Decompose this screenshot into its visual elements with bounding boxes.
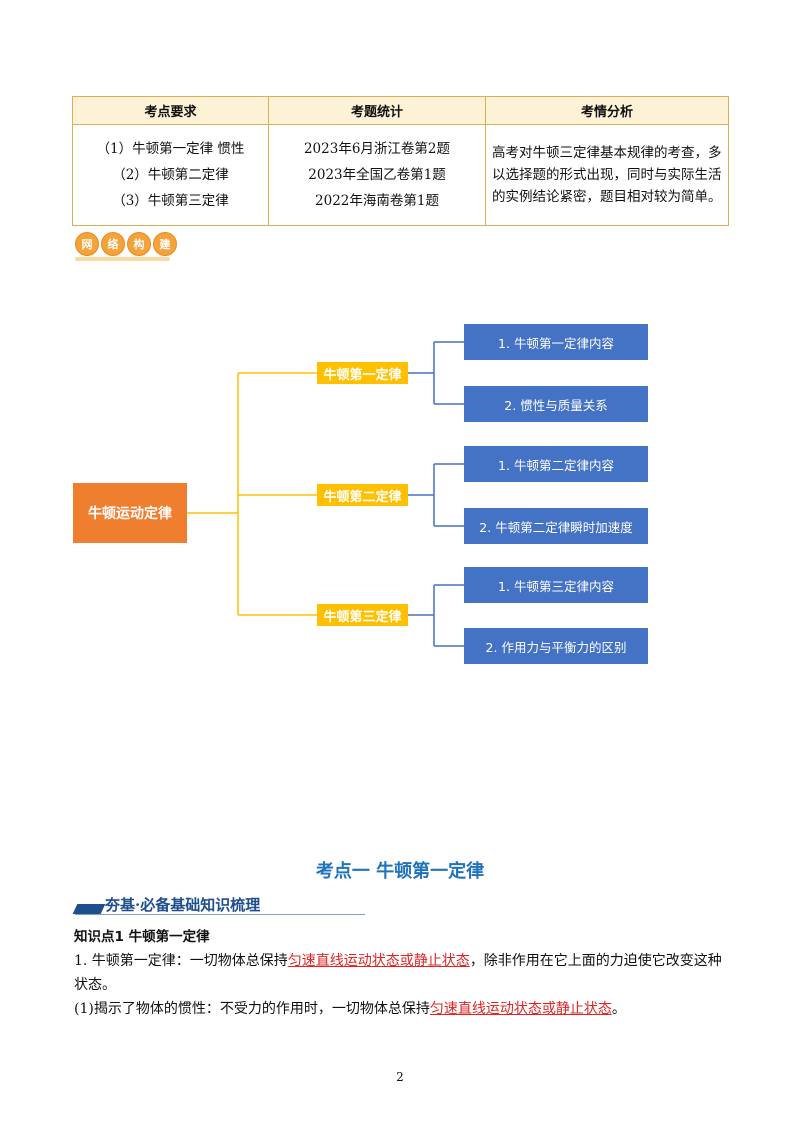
mindmap-branch-first-law: 牛顿第一定律 xyxy=(317,362,408,384)
requirements-cell: （1）牛顿第一定律 惯性 （2）牛顿第二定律 （3）牛顿第三定律 xyxy=(72,124,269,226)
kaodian-title: 考点一 牛顿第一定律 xyxy=(315,861,485,882)
mindmap-leaf: 1. 牛顿第三定律内容 xyxy=(464,567,648,603)
badge-underline xyxy=(75,257,170,261)
mindmap-leaf: 1. 牛顿第二定律内容 xyxy=(464,446,648,482)
text: 1. 牛顿第一定律：一切物体总保持 xyxy=(74,953,288,969)
requirement-item: （1）牛顿第一定律 惯性 xyxy=(96,141,245,157)
knowledge-paragraph-2: (1)揭示了物体的惯性：不受力的作用时，一切物体总保持匀速直线运动状态或静止状态… xyxy=(74,997,729,1021)
requirement-item: （2）牛顿第二定律 xyxy=(112,167,229,183)
text: ，除非作用在它上面的力迫使它改变这种状态。 xyxy=(74,953,722,993)
page-number: 2 xyxy=(396,1070,404,1084)
banner-rule xyxy=(75,914,365,915)
highlight-answer: 匀速直线运动状态或静止状态 xyxy=(429,1001,612,1017)
section-banner: 夯基·必备基础知识梳理 xyxy=(72,894,365,916)
mindmap-leaf: 1. 牛顿第一定律内容 xyxy=(464,324,648,360)
stat-item: 2023年全国乙卷第1题 xyxy=(308,167,446,183)
highlight-answer: 匀速直线运动状态或静止状态 xyxy=(287,953,470,969)
stat-item: 2022年海南卷第1题 xyxy=(315,193,439,209)
header-stats: 考题统计 xyxy=(268,96,486,125)
mindmap-branch-second-law: 牛顿第二定律 xyxy=(317,484,408,506)
badge-char: 构 xyxy=(127,232,151,256)
stat-item: 2023年6月浙江卷第2题 xyxy=(303,141,451,157)
mindmap-leaf: 2. 牛顿第二定律瞬时加速度 xyxy=(464,508,648,544)
mindmap-root: 牛顿运动定律 xyxy=(73,483,187,543)
section-banner-text: 夯基·必备基础知识梳理 xyxy=(105,896,261,914)
knowledge-paragraph-1: 1. 牛顿第一定律：一切物体总保持匀速直线运动状态或静止状态，除非作用在它上面的… xyxy=(74,949,729,997)
analysis-cell: 高考对牛顿三定律基本规律的考查，多以选择题的形式出现，同时与实际生活的实例结论紧… xyxy=(485,124,729,226)
mindmap-leaf: 2. 作用力与平衡力的区别 xyxy=(464,628,648,664)
badge-char: 建 xyxy=(153,232,177,256)
text: 。 xyxy=(611,1001,626,1017)
stats-cell: 2023年6月浙江卷第2题 2023年全国乙卷第1题 2022年海南卷第1题 xyxy=(268,124,486,226)
badge-char: 络 xyxy=(101,232,125,256)
mindmap-leaf: 2. 惯性与质量关系 xyxy=(464,386,648,422)
header-analysis: 考情分析 xyxy=(485,96,729,125)
mindmap-branch-third-law: 牛顿第三定律 xyxy=(317,604,408,626)
banner-accent xyxy=(72,904,106,914)
network-build-badge: 网 络 构 建 xyxy=(75,232,177,256)
header-requirements: 考点要求 xyxy=(72,96,269,125)
knowledge-heading: 知识点1 牛顿第一定律 xyxy=(74,929,210,945)
exam-info-table: 考点要求 考题统计 考情分析 （1）牛顿第一定律 惯性 （2）牛顿第二定律 （3… xyxy=(72,96,729,226)
text: (1)揭示了物体的惯性：不受力的作用时，一切物体总保持 xyxy=(74,1001,430,1017)
requirement-item: （3）牛顿第三定律 xyxy=(112,193,229,209)
badge-char: 网 xyxy=(75,232,99,256)
